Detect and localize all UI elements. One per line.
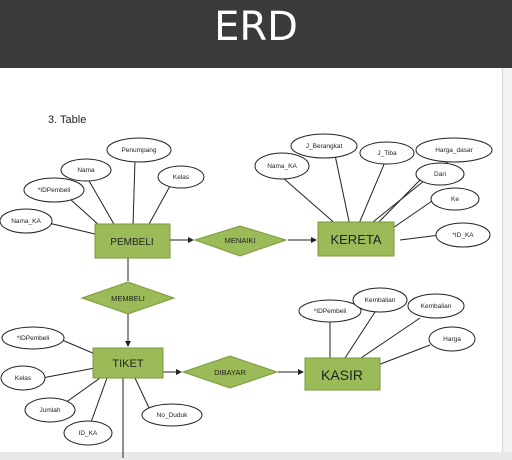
attr-kereta-j-tiba-text: J_Tiba	[377, 150, 397, 157]
attr-tiket-jumlah-text: Jumlah	[40, 407, 61, 414]
attr-pembeli-penumpang-text: Penumpang	[121, 147, 156, 154]
attr-kereta-ke-text: Ke	[451, 196, 459, 203]
attr-kasir-kembalian-1-text: Kembalian	[365, 297, 396, 304]
attr-kereta-id-ka	[435, 222, 491, 248]
attr-tiket-kelas-text: Kelas	[15, 375, 32, 382]
relationship-lines	[125, 237, 317, 375]
attr-pembeli-nama	[60, 158, 112, 182]
attr-kereta-dari-text: Dari	[434, 171, 446, 178]
attr-pembeli-kelas	[157, 165, 205, 189]
attr-pembeli-nama-text: Nama	[77, 167, 95, 174]
relationship-membeli-label: MEMBELI	[111, 294, 145, 303]
entity-kasir: KASIR	[304, 357, 381, 391]
attr-pembeli-idpembeli-text: *IDPembeli	[38, 187, 71, 194]
pembeli-attributes	[0, 137, 205, 234]
slide-canvas	[0, 68, 512, 460]
attr-kereta-nama-ka	[254, 152, 310, 180]
slide-header: ERD	[0, 0, 512, 68]
attr-kasir-idpembeli-text: *IDPembeli	[314, 308, 347, 315]
section-label: 3. Table	[48, 114, 87, 126]
entity-tiket: TIKET	[92, 347, 164, 379]
entity-kereta-label: KERETA	[330, 232, 381, 247]
attr-tiket-id-ka-text: ID_KA	[79, 430, 98, 437]
attr-kasir-idpembeli	[298, 299, 362, 323]
attr-kasir-kembalian-1	[352, 287, 408, 313]
attr-tiket-no-duduk-text: No_Duduk	[157, 412, 188, 419]
relationship-dibayar: DIBAYAR	[181, 355, 279, 389]
relationship-menaiki-label: MENAIKI	[225, 236, 256, 245]
attr-pembeli-nama-ka	[0, 208, 53, 234]
attr-kereta-j-berangkat	[290, 133, 358, 159]
relationship-dibayar-label: DIBAYAR	[214, 368, 246, 377]
kasir-attributes	[298, 287, 476, 352]
attr-kereta-harga-dasar-text: Harga_dasar	[435, 147, 473, 154]
attr-pembeli-idpembeli	[23, 177, 85, 203]
attr-tiket-idpembeli-text: *IDPembeli	[17, 335, 50, 342]
attr-tiket-idpembeli	[1, 326, 65, 350]
scrollbar-track	[502, 68, 512, 460]
entity-tiket-label: TIKET	[112, 358, 143, 370]
attr-tiket-no-duduk	[141, 403, 203, 427]
attr-kereta-harga-dasar	[415, 137, 493, 163]
attr-kasir-harga-text: Harga	[443, 336, 461, 343]
entity-pembeli: PEMBELI	[94, 223, 171, 259]
attr-kereta-j-berangkat-text: J_Berangkat	[306, 143, 343, 150]
bottom-border	[0, 452, 512, 460]
entity-kasir-label: KASIR	[321, 367, 363, 383]
entity-pembeli-label: PEMBELI	[110, 237, 153, 248]
attr-kereta-dari	[415, 162, 465, 186]
attr-pembeli-penumpang	[106, 137, 172, 163]
entity-kereta: KERETA	[317, 221, 395, 257]
kereta-attribute-lines	[281, 154, 451, 241]
attr-pembeli-kelas-text: Kelas	[173, 174, 190, 181]
attr-tiket-kelas	[0, 365, 46, 391]
attr-kereta-id-ka-text: *ID_KA	[452, 232, 474, 239]
attr-kasir-kembalian-2	[407, 293, 465, 319]
attr-tiket-jumlah	[24, 397, 76, 423]
tiket-attribute-lines	[41, 339, 151, 426]
attr-kereta-ke	[430, 187, 480, 211]
attr-kasir-kembalian-2-text: Kembalian	[421, 303, 452, 310]
attr-kasir-harga	[428, 326, 476, 352]
attr-kereta-j-tiba	[359, 141, 415, 165]
relationship-membeli: MEMBELI	[80, 281, 176, 315]
slide-title: ERD	[214, 4, 298, 50]
attr-pembeli-nama-ka-text: Nama_KA	[11, 218, 41, 225]
attr-kereta-nama-ka-text: Nama_KA	[267, 163, 297, 170]
relationship-menaiki: MENAIKI	[193, 225, 288, 257]
tiket-attributes	[0, 326, 203, 446]
attr-tiket-id-ka	[63, 420, 113, 446]
kereta-attributes	[254, 133, 493, 248]
